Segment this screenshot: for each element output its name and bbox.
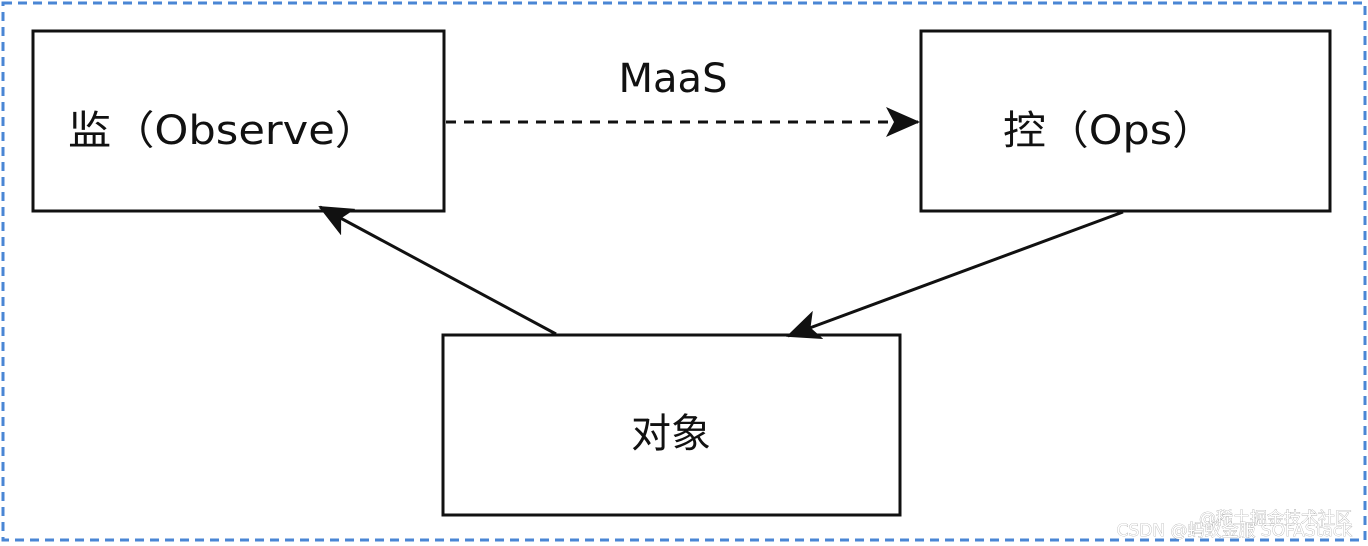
edge-ops-to-object: [786, 210, 1124, 339]
node-observe-box: [31, 29, 446, 213]
node-ops: 控（Ops）: [919, 29, 1332, 213]
node-object-label: 对象: [631, 411, 711, 457]
node-ops-box: [919, 29, 1332, 213]
edge-maas-label: MaaS: [619, 56, 728, 102]
node-object: 对象: [441, 333, 902, 517]
node-observe-label: 监（Observe）: [68, 108, 378, 154]
edge-maas: MaaS: [446, 56, 920, 137]
watermark-csdn: CSDN @蚂蚁金服 SOFAStack: [1117, 521, 1353, 541]
watermark-juejin: @稀土掘金技术社区: [1199, 509, 1352, 529]
node-ops-label: 控（Ops）: [1003, 108, 1215, 154]
node-object-box: [441, 333, 902, 517]
edge-object-to-observe: [318, 205, 557, 336]
node-observe: 监（Observe）: [31, 29, 446, 213]
